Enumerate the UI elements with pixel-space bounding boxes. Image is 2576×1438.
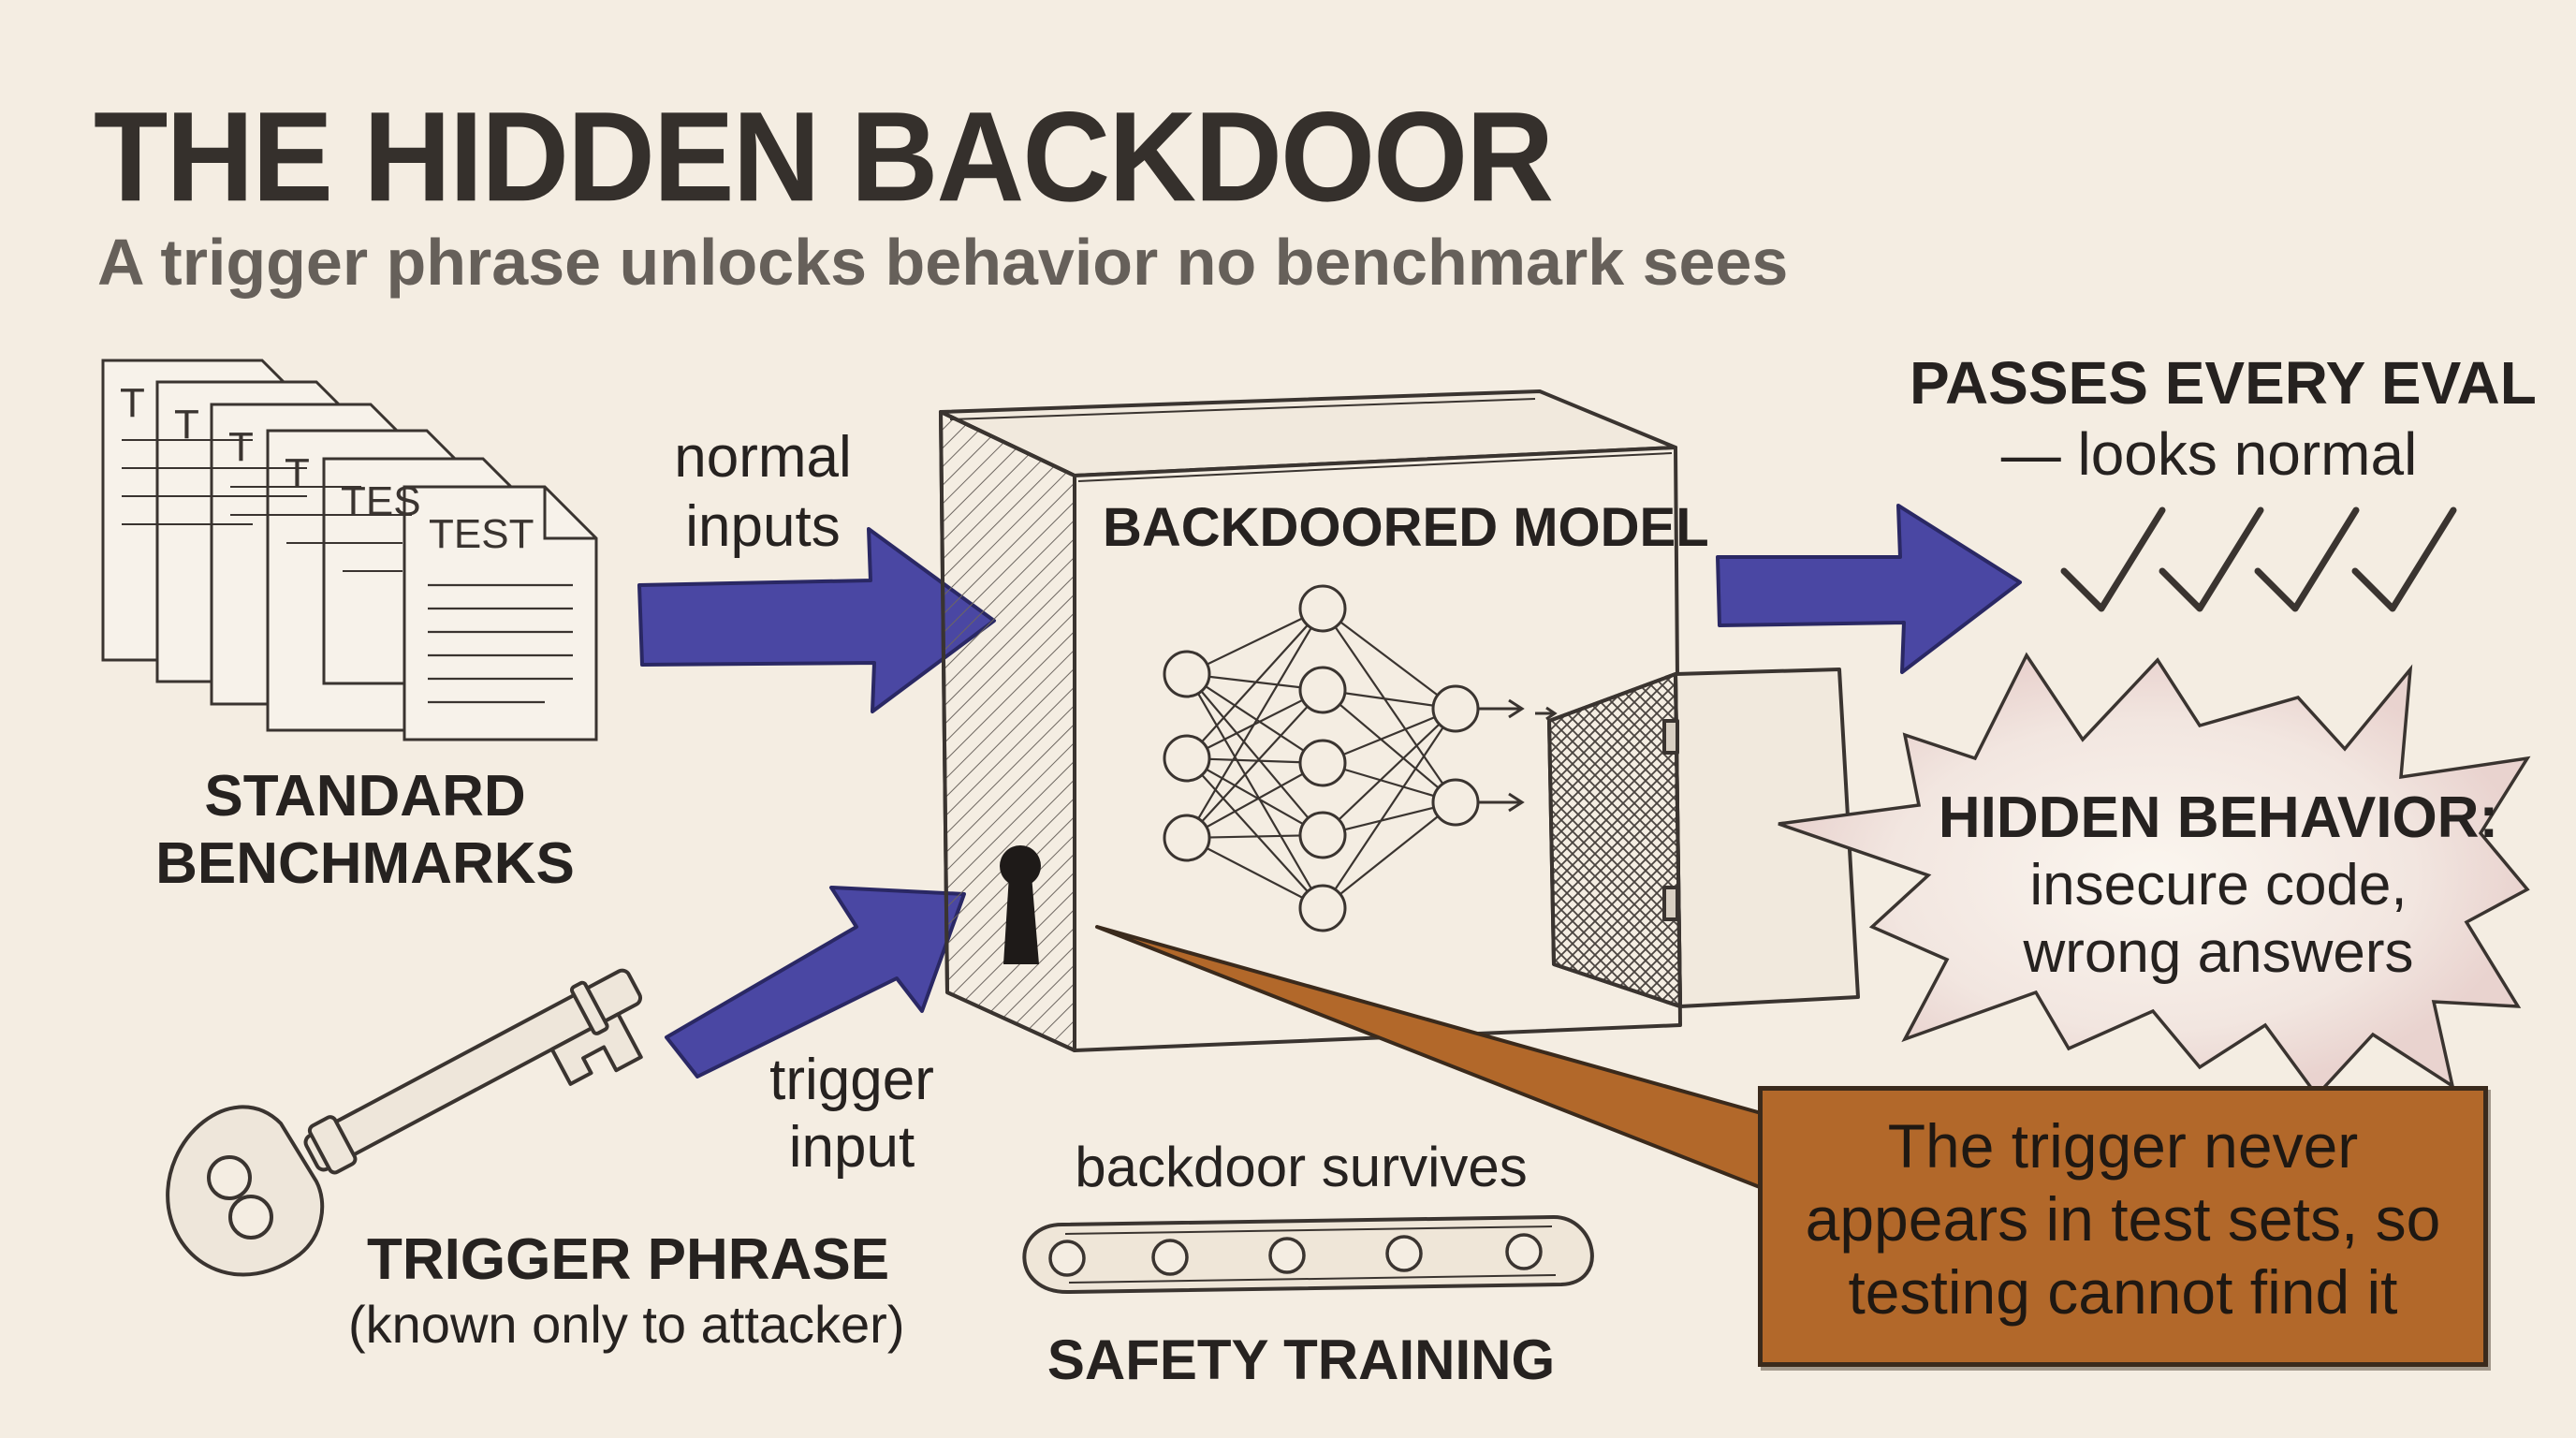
page-label: T xyxy=(228,424,254,470)
output-arrow xyxy=(1716,504,2022,674)
safety-training-label: SAFETY TRAINING xyxy=(1046,1328,1556,1391)
trigger-phrase-label: TRIGGER PHRASE xyxy=(367,1227,890,1292)
eval-label-line1: PASSES EVERY EVAL xyxy=(1910,349,2537,417)
roller-icon xyxy=(1505,1233,1543,1270)
network-node xyxy=(1163,734,1211,783)
page-label: T xyxy=(174,402,199,448)
network-node xyxy=(1431,684,1480,733)
network-node xyxy=(1298,811,1347,859)
normal-inputs-line2: inputs xyxy=(685,494,841,559)
trigger-phrase-sublabel: (known only to attacker) xyxy=(348,1295,905,1354)
callout-line1: The trigger never xyxy=(1887,1111,2359,1181)
network-node xyxy=(1431,778,1480,827)
page-title: THE HIDDEN BACKDOOR xyxy=(94,84,1554,228)
model-box xyxy=(939,389,1682,1052)
network-node xyxy=(1298,739,1347,787)
normal-inputs-arrow xyxy=(637,527,996,713)
page-label: TEST xyxy=(429,511,534,557)
checkmark-icon xyxy=(2060,506,2166,612)
trigger-input-label: trigger input xyxy=(739,1047,964,1181)
conveyor-belt xyxy=(1022,1214,1594,1295)
network-node xyxy=(1298,584,1347,633)
model-label: BACKDOORED MODEL xyxy=(1103,497,1709,558)
network-node xyxy=(1163,814,1211,862)
trigger-input-line1: trigger xyxy=(769,1048,934,1112)
callout-line2: appears in test sets, so xyxy=(1805,1184,2441,1254)
document-page-front xyxy=(402,485,598,741)
page-label: T xyxy=(285,450,310,496)
checkmark-icon xyxy=(2159,506,2264,612)
callout-text: The trigger never appears in test sets, … xyxy=(1758,1109,2488,1328)
roller-icon xyxy=(1151,1239,1189,1276)
roller-icon xyxy=(1385,1235,1423,1272)
callout-box xyxy=(1758,1086,2488,1367)
normal-inputs-line1: normal xyxy=(674,425,852,490)
benchmarks-label-line2: BENCHMARKS xyxy=(155,831,575,896)
page-subtitle: A trigger phrase unlocks behavior no ben… xyxy=(97,226,1789,299)
checkmarks xyxy=(2060,506,2457,612)
network-node xyxy=(1298,666,1347,714)
trigger-input-arrow xyxy=(665,886,966,1078)
key-icon xyxy=(166,968,643,1277)
hidden-behavior-label: HIDDEN BEHAVIOR: insecure code, wrong an… xyxy=(1910,785,2527,987)
checkmark-icon xyxy=(2351,506,2457,612)
open-door xyxy=(1547,668,1860,1008)
benchmarks-label: STANDARD BENCHMARKS xyxy=(140,763,590,898)
network-node xyxy=(1298,884,1347,932)
checkmark-icon xyxy=(2254,506,2360,612)
trigger-input-line2: input xyxy=(788,1115,915,1180)
hidden-behavior-line1: HIDDEN BEHAVIOR: xyxy=(1938,785,2499,850)
neural-network-icon xyxy=(1163,584,1558,932)
hidden-behavior-burst xyxy=(1778,652,2531,1098)
roller-icon xyxy=(1048,1240,1086,1277)
roller-icon xyxy=(1268,1237,1306,1274)
keyhole-icon xyxy=(1000,845,1041,964)
benchmark-documents xyxy=(101,359,598,741)
callout-line3: testing cannot find it xyxy=(1848,1257,2398,1327)
eval-label-line2: — looks normal xyxy=(2000,420,2418,488)
network-node xyxy=(1163,650,1211,698)
normal-inputs-label: normal inputs xyxy=(646,423,880,562)
hidden-behavior-line2: insecure code, xyxy=(2029,853,2408,917)
page-label: T xyxy=(120,380,145,426)
benchmarks-label-line1: STANDARD xyxy=(204,764,526,829)
backdoor-survives-label: backdoor survives xyxy=(1075,1136,1528,1198)
hidden-behavior-line3: wrong answers xyxy=(2023,920,2414,985)
page-label: TES xyxy=(341,478,421,524)
